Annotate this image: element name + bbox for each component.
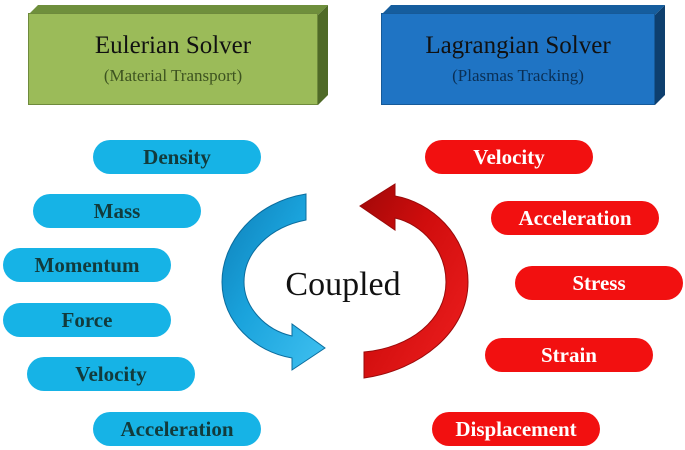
eulerian-quantity-force: Force (3, 303, 171, 337)
blue-arrow-icon (221, 193, 326, 371)
lagrangian-title: Lagrangian Solver (425, 32, 611, 59)
lagrangian-quantity-displacement: Displacement (432, 412, 600, 446)
lagrangian-quantity-stress: Stress (515, 266, 683, 300)
eulerian-quantity-density: Density (93, 140, 261, 174)
lagrangian-quantity-acceleration: Acceleration (491, 201, 659, 235)
eulerian-quantity-momentum: Momentum (3, 248, 171, 282)
coupled-label: Coupled (285, 266, 401, 303)
eulerian-subtitle: (Material Transport) (103, 66, 243, 85)
box-top-face (28, 5, 328, 15)
lagrangian-quantity-velocity: Velocity (425, 140, 593, 174)
box-front-face: Lagrangian Solver (Plasmas Tracking) (381, 13, 655, 105)
eulerian-solver-box: Eulerian Solver (Material Transport) (28, 5, 328, 105)
eulerian-quantity-mass: Mass (33, 194, 201, 228)
eulerian-quantity-velocity: Velocity (27, 357, 195, 391)
lagrangian-quantity-strain: Strain (485, 338, 653, 372)
eulerian-quantity-acceleration: Acceleration (93, 412, 261, 446)
lagrangian-subtitle: (Plasmas Tracking) (452, 66, 584, 85)
red-arrow-icon (359, 183, 469, 379)
coupling-cycle-arrows (221, 183, 469, 379)
eulerian-title: Eulerian Solver (94, 32, 252, 59)
box-side-face (655, 5, 665, 105)
box-side-face (318, 5, 328, 105)
lagrangian-solver-box: Lagrangian Solver (Plasmas Tracking) (381, 5, 665, 105)
box-front-face: Eulerian Solver (Material Transport) (28, 13, 318, 105)
box-top-face (381, 5, 665, 15)
